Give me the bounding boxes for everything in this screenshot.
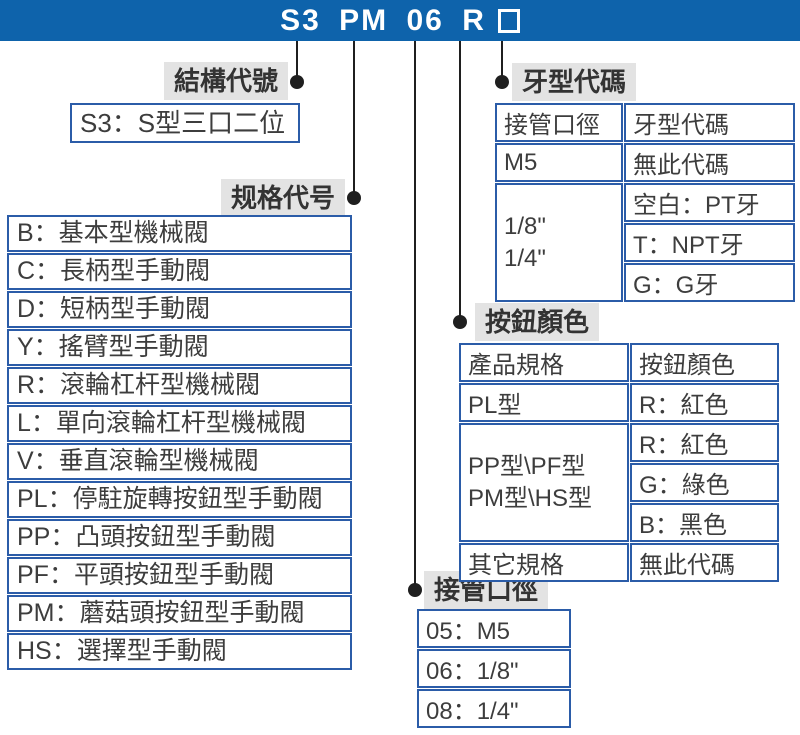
button-table-header-spec: 產品規格 <box>459 343 629 382</box>
section-label-thread-code: 牙型代碼 <box>512 63 637 101</box>
table-row: B：黑色 <box>459 503 779 542</box>
table-row: PP型\PF型 PM型\HS型 R：紅色 <box>459 423 779 542</box>
table-cell-model-group: PP型\PF型 PM型\HS型 <box>459 423 629 542</box>
title-banner: S3 PM 06 R <box>0 0 800 41</box>
port-size-table: 05：M5 06：1/8" 08：1/4" <box>416 608 572 729</box>
table-cell: R：紅色 <box>630 423 779 462</box>
list-item: C：長柄型手動閥 <box>7 253 352 290</box>
table-cell: 無此代碼 <box>630 543 779 582</box>
table-cell: G：G牙 <box>624 263 795 302</box>
spec-code-list: B：基本型機械閥 C：長柄型手動閥 D：短柄型手動閥 Y：搖臂型手動閥 R：滾輪… <box>7 215 352 670</box>
table-cell: G：綠色 <box>630 463 779 502</box>
connector-dot-spec <box>347 191 361 205</box>
table-row: G：綠色 <box>459 463 779 502</box>
table-row: 其它規格 無此代碼 <box>459 543 779 582</box>
table-cell: PL型 <box>459 383 629 422</box>
list-item: R：滾輪杠杆型機械閥 <box>7 367 352 404</box>
table-cell: 空白：PT牙 <box>624 183 795 222</box>
section-label-structure-code: 結構代號 <box>163 62 288 100</box>
table-row: 06：1/8" <box>417 649 571 688</box>
table-cell: 06：1/8" <box>417 649 571 688</box>
list-item: PF：平頭按鈕型手動閥 <box>7 557 352 594</box>
model-group-line: PP型\PF型 <box>468 452 586 480</box>
table-row: T：NPT牙 <box>495 223 795 262</box>
port-size-line: 1/4" <box>504 244 546 272</box>
list-item: PL：停駐旋轉按鈕型手動閥 <box>7 481 352 518</box>
connector-line-structure <box>296 41 298 82</box>
blank-code-box-icon <box>497 8 520 33</box>
table-cell: 05：M5 <box>417 609 571 648</box>
thread-table-header-code: 牙型代碼 <box>624 103 795 142</box>
button-color-table: 產品規格 按鈕顏色 PL型 R：紅色 PP型\PF型 PM型\HS型 R：紅色 … <box>458 342 780 583</box>
model-code-title: S3 PM 06 R <box>280 4 486 37</box>
model-group-line: PM型\HS型 <box>468 484 593 512</box>
list-item: D：短柄型手動閥 <box>7 291 352 328</box>
list-item: PM：蘑菇頭按鈕型手動閥 <box>7 595 352 632</box>
table-cell: 無此代碼 <box>624 143 795 182</box>
table-cell: T：NPT牙 <box>624 223 795 262</box>
table-cell: M5 <box>495 143 623 182</box>
table-cell: 08：1/4" <box>417 689 571 728</box>
button-table-header-color: 按鈕顏色 <box>630 343 779 382</box>
table-row: M5 無此代碼 <box>495 143 795 182</box>
structure-code-box: S3：S型三口二位 <box>70 103 300 143</box>
port-size-line: 1/8" <box>504 212 546 240</box>
thread-code-table: 接管口徑 牙型代碼 M5 無此代碼 1/8" 1/4" 空白：PT牙 T：NPT… <box>494 102 796 303</box>
table-row: PL型 R：紅色 <box>459 383 779 422</box>
table-row: 接管口徑 牙型代碼 <box>495 103 795 142</box>
table-row: 08：1/4" <box>417 689 571 728</box>
list-item: L：單向滾輪杠杆型機械閥 <box>7 405 352 442</box>
connector-line-button-color <box>459 41 461 322</box>
connector-dot-button-color <box>453 315 467 329</box>
connector-dot-thread <box>495 75 509 89</box>
table-row: 05：M5 <box>417 609 571 648</box>
table-cell-port-sizes: 1/8" 1/4" <box>495 183 623 302</box>
connector-line-port <box>414 41 416 590</box>
table-cell: R：紅色 <box>630 383 779 422</box>
list-item: Y：搖臂型手動閥 <box>7 329 352 366</box>
connector-line-spec <box>353 41 355 198</box>
section-label-button-color: 按鈕顏色 <box>475 303 600 341</box>
list-item: B：基本型機械閥 <box>7 215 352 252</box>
section-label-spec-code: 规格代号 <box>220 179 345 217</box>
list-item: HS：選擇型手動閥 <box>7 633 352 670</box>
table-cell: 其它規格 <box>459 543 629 582</box>
list-item: V：垂直滾輪型機械閥 <box>7 443 352 480</box>
thread-table-header-port: 接管口徑 <box>495 103 623 142</box>
connector-line-thread <box>501 41 503 82</box>
section-label-port-size: 接管口徑 <box>424 571 549 609</box>
table-row: 產品規格 按鈕顏色 <box>459 343 779 382</box>
connector-dot-port <box>408 583 422 597</box>
list-item: PP：凸頭按鈕型手動閥 <box>7 519 352 556</box>
table-row: G：G牙 <box>495 263 795 302</box>
connector-dot-structure <box>290 75 304 89</box>
table-cell: B：黑色 <box>630 503 779 542</box>
table-row: 1/8" 1/4" 空白：PT牙 <box>495 183 795 302</box>
